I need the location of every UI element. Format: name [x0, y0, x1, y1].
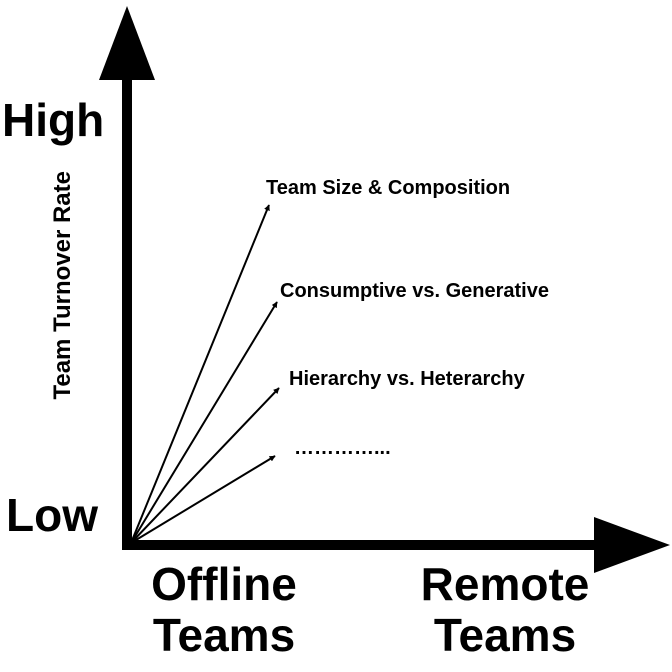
factor-arrow-more [130, 455, 276, 544]
x-axis-remote-label-line1: Remote [421, 558, 590, 610]
x-axis-offline-label-line2: Teams [153, 609, 295, 661]
y-axis-arrowhead [99, 6, 155, 80]
factor-label-hierarchy: Hierarchy vs. Heterarchy [289, 368, 526, 390]
y-axis-low-label: Low [6, 489, 98, 541]
factor-label-team-size: Team Size & Composition [266, 177, 510, 199]
x-axis-offline-label-line1: Offline [151, 558, 297, 610]
factor-label-consumptive: Consumptive vs. Generative [280, 280, 549, 302]
x-axis-arrowhead [594, 517, 670, 573]
y-axis-high-label: High [2, 94, 104, 146]
factor-arrow-team-size [130, 204, 270, 544]
factor-arrow-consumptive [130, 301, 278, 544]
factor-label-more: …………... [294, 437, 391, 459]
y-axis-title: Team Turnover Rate [49, 171, 76, 400]
x-axis-remote-label-line2: Teams [434, 609, 576, 661]
factor-arrow-hierarchy [130, 387, 280, 544]
